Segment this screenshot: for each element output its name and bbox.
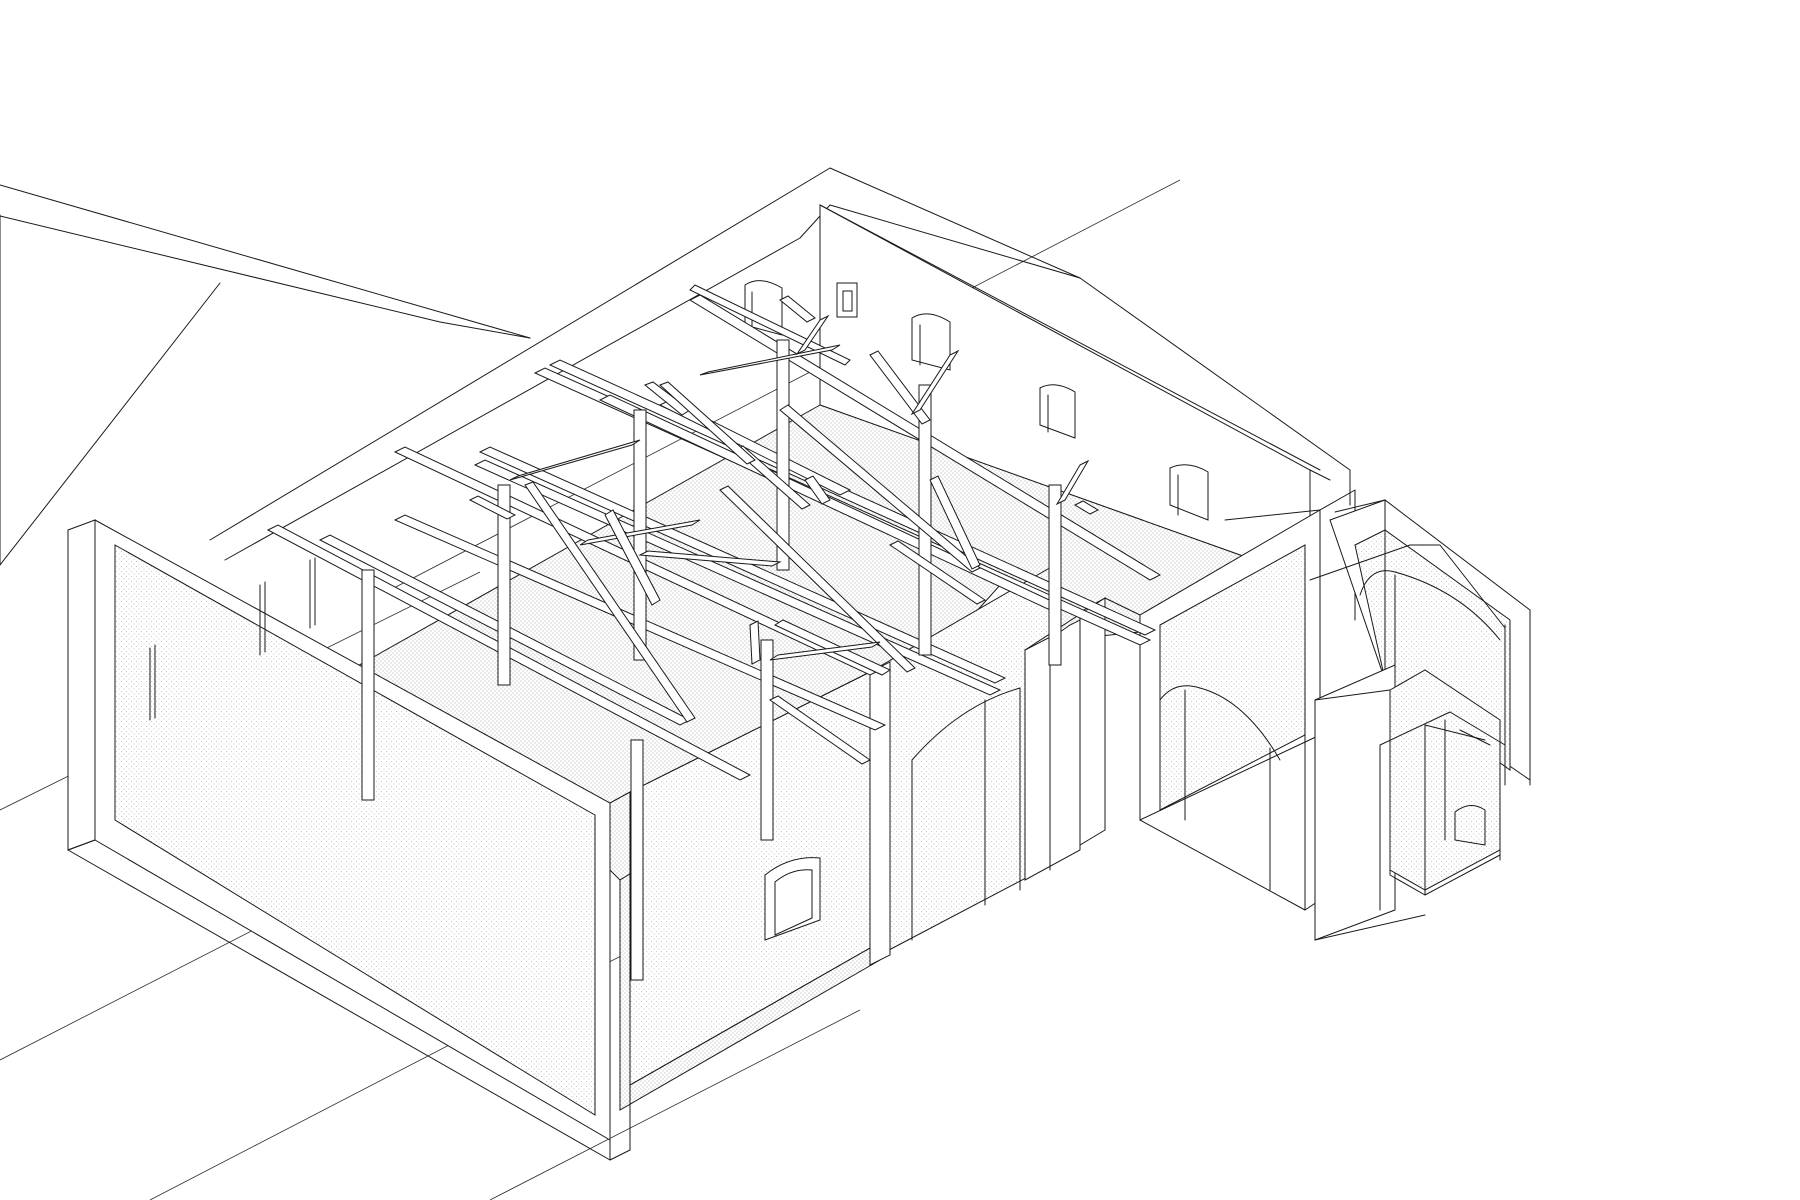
neighbour-roof	[0, 184, 531, 566]
far-right-block	[1309, 499, 1531, 941]
front-wall	[629, 671, 871, 1086]
right-annex	[1139, 489, 1356, 911]
timber-frame	[266, 284, 1162, 981]
left-end-wall	[67, 519, 631, 1161]
back-wall-windows	[744, 280, 1209, 521]
